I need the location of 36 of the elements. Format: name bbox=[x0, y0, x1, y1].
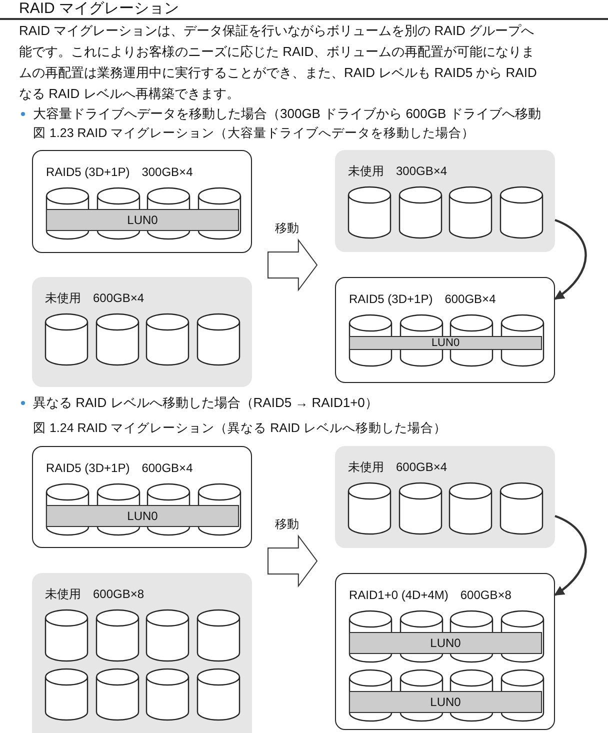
curved-arrow bbox=[554, 515, 587, 596]
group-label: RAID1+0 (4D+4M) 600GB×8 bbox=[349, 587, 512, 604]
unused-drive-panel bbox=[335, 446, 555, 548]
volume-bar: LUN0 bbox=[349, 336, 542, 350]
group-label: 未使用 300GB×4 bbox=[348, 163, 448, 180]
group-label: RAID5 (3D+1P) 600GB×4 bbox=[349, 291, 496, 308]
volume-bar: LUN0 bbox=[46, 505, 239, 527]
edge-label: 移動 bbox=[275, 516, 299, 533]
group-label: RAID5 (3D+1P) 300GB×4 bbox=[46, 164, 193, 181]
group-label: 未使用 600GB×8 bbox=[45, 586, 144, 603]
figure-caption: 図 1.24 RAID マイグレーション（異なる RAID レベルへ移動した場合） bbox=[33, 420, 446, 437]
curved-arrow bbox=[554, 219, 587, 300]
block-arrow bbox=[268, 534, 318, 588]
unused-drive-panel bbox=[32, 277, 252, 387]
unused-drive-panel bbox=[32, 573, 252, 733]
raid-group-panel bbox=[335, 277, 555, 383]
paragraph-line: 能です。これによりお客様のニーズに応じた RAID、ボリュームの再配置が可能になりま bbox=[19, 43, 535, 61]
raid-group-panel bbox=[32, 446, 252, 548]
paragraph-line: なる RAID レベルへ再構築できます。 bbox=[19, 85, 240, 103]
paragraph-line: ムの再配置は業務運用中に実行することができ、また、RAID レベルも RAID5 から RAID bbox=[19, 64, 537, 82]
edge-label: 移動 bbox=[275, 220, 299, 237]
group-label: 未使用 600GB×4 bbox=[348, 459, 448, 476]
volume-bar: LUN0 bbox=[349, 632, 542, 654]
unused-drive-panel bbox=[335, 150, 555, 252]
paragraph-line: RAID マイグレーションは、データ保証を行いながらボリュームを別の RAID グループへ bbox=[19, 22, 534, 40]
bullet-item: 大容量ドライブへデータを移動した場合（300GB ドライブから 600GB ドライブへ移動 bbox=[33, 105, 541, 123]
block-arrow bbox=[268, 238, 318, 292]
figure-caption: 図 1.23 RAID マイグレーション（大容量ドライブへデータを移動した場合） bbox=[33, 125, 475, 142]
group-label: RAID5 (3D+1P) 600GB×4 bbox=[46, 460, 193, 477]
raid-group-panel bbox=[335, 573, 555, 730]
volume-bar: LUN0 bbox=[349, 691, 542, 713]
bullet-item: 異なる RAID レベルへ移動した場合（RAID5 → RAID1+0） bbox=[33, 394, 378, 412]
volume-bar: LUN0 bbox=[46, 209, 239, 231]
section-heading: RAID マイグレーション bbox=[19, 0, 180, 17]
group-label: 未使用 600GB×4 bbox=[45, 290, 144, 307]
raid-group-panel bbox=[32, 150, 252, 253]
